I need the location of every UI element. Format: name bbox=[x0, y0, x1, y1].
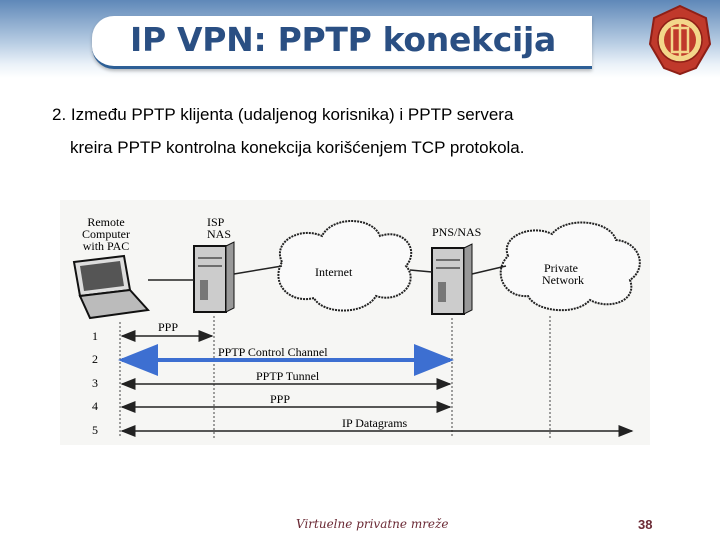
isp-label-2: NAS bbox=[207, 227, 231, 241]
private-label-2: Network bbox=[542, 273, 584, 287]
row-number-4: 4 bbox=[92, 399, 98, 413]
row-number-2: 2 bbox=[92, 352, 98, 366]
slide-title: IP VPN: PPTP konekcija bbox=[130, 20, 556, 59]
laptop-icon bbox=[72, 254, 151, 320]
bullet-line-2: kreira PPTP kontrolna konekcija korišćen… bbox=[70, 138, 525, 157]
bullet-line-1: 2. Između PPTP klijenta (udaljenog koris… bbox=[52, 105, 514, 124]
row-label-4: PPP bbox=[270, 392, 290, 406]
link-isp-internet bbox=[233, 265, 283, 275]
remote-label-1: Remote bbox=[87, 215, 124, 229]
row-label-3: PPTP Tunnel bbox=[256, 369, 320, 383]
row-number-5: 5 bbox=[92, 423, 98, 437]
link-pns-private bbox=[471, 265, 507, 275]
internet-label: Internet bbox=[315, 265, 353, 279]
page-number: 38 bbox=[638, 517, 653, 532]
remote-label-3: with PAC bbox=[83, 239, 130, 253]
internet-cloud-icon bbox=[277, 220, 413, 312]
footer-course-name: Virtuelne privatne mreže bbox=[296, 517, 449, 531]
university-logo-icon bbox=[648, 4, 712, 76]
row-label-2: PPTP Control Channel bbox=[218, 345, 328, 359]
remote-label-2: Computer bbox=[82, 227, 130, 241]
pptp-diagram: Remote Computer with PAC ISP NAS Interne… bbox=[60, 200, 650, 445]
link-internet-pns bbox=[409, 269, 433, 273]
isp-label-1: ISP bbox=[207, 215, 225, 229]
private-network-cloud-icon bbox=[499, 221, 641, 312]
private-label-1: Private bbox=[544, 261, 578, 275]
pns-label: PNS/NAS bbox=[432, 225, 481, 239]
pns-server-icon bbox=[431, 243, 473, 315]
title-box bbox=[92, 16, 592, 69]
row-number-3: 3 bbox=[92, 376, 98, 390]
row-label-5: IP Datagrams bbox=[342, 416, 408, 430]
row-label-1: PPP bbox=[158, 320, 178, 334]
row-number-1: 1 bbox=[92, 329, 98, 343]
isp-server-icon bbox=[193, 241, 235, 313]
bullet-text: 2. Između PPTP klijenta (udaljenog koris… bbox=[52, 98, 692, 164]
